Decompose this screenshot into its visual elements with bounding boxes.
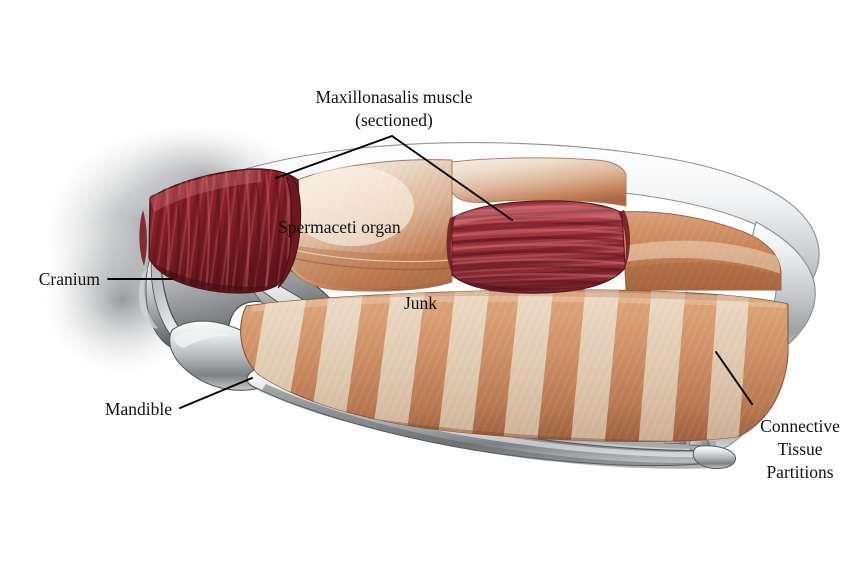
maxillonasalis-muscle-label-line2: (sectioned) [355,110,433,130]
maxillonasalis-muscle-right [446,200,630,294]
maxillonasalis-muscle-left [148,168,302,294]
leader-lines [107,135,753,409]
connective-tissue-partitions-label-line1: Connective [760,416,840,436]
muscle-cut-edge-left [277,175,302,289]
leader-maxillonasalis-left [275,135,393,179]
spermaceti-organ-mid [451,157,627,207]
junk-label: Junk [404,293,437,313]
mandible-label: Mandible [105,399,172,419]
spermaceti-organ-label: Spermaceti organ [278,217,401,237]
leader-mandible [179,377,253,409]
leader-connective-tissue [715,351,753,405]
muscle-cut-edge-right-posterior [446,216,456,276]
maxillonasalis-muscle-label-line1: Maxillonasalis muscle [316,87,473,107]
spermaceti-organ [284,157,782,292]
cranium-label: Cranium [39,269,101,289]
leader-maxillonasalis-right [391,135,513,221]
label-layer: Maxillonasalis muscle (sectioned) Sperma… [39,87,840,482]
muscle-edge-sliver [139,210,147,266]
connective-tissue-partitions-label-line3: Partitions [766,462,833,482]
muscle-cut-edge-right-anterior [618,210,630,270]
connective-tissue-partitions-label-line2: Tissue [777,439,822,459]
